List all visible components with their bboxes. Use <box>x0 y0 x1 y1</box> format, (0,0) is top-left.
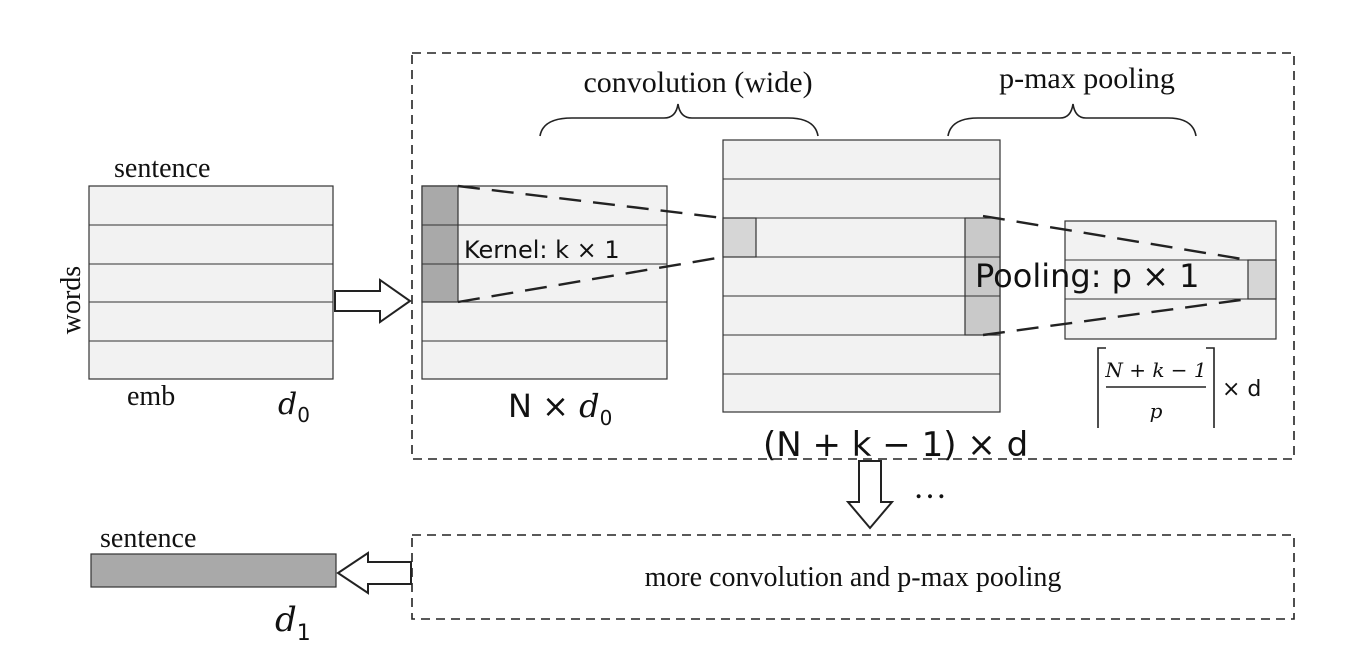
pooled-dim-denominator: p <box>1150 399 1163 423</box>
kernel-proj-bottom <box>457 255 724 304</box>
arrow-down <box>845 460 895 530</box>
output-title: sentence <box>100 523 196 554</box>
output-vector <box>90 553 337 588</box>
layer-box <box>411 52 1295 460</box>
pooled-dim-suffix: × d <box>1222 377 1261 402</box>
kernel-window <box>421 185 459 303</box>
conv-input-dim: N × d0 <box>508 387 612 430</box>
pooled-dim: N + k − 1 p × d <box>1097 347 1261 428</box>
pool-proj-bottom <box>982 297 1249 337</box>
output-dim-label: d1 <box>275 600 311 646</box>
conv-input-matrix <box>421 185 668 380</box>
pooled-cell <box>1247 259 1277 300</box>
kernel-proj-top <box>457 184 724 220</box>
pool-brace <box>947 103 1197 137</box>
pool-proj-top <box>982 214 1249 262</box>
conv-label: convolution (wide) <box>583 66 812 99</box>
pooled-dim-numerator: N + k − 1 <box>1104 358 1206 382</box>
arrow-right <box>334 278 412 324</box>
arrow-left <box>336 551 412 595</box>
input-matrix <box>88 185 334 380</box>
pool-window <box>964 217 1001 336</box>
conv-result-cell <box>722 217 757 258</box>
continuation-dots: … <box>913 469 947 506</box>
input-cols-label: emb <box>127 381 175 412</box>
pool-label: p-max pooling <box>999 62 1175 95</box>
input-rows-label: words <box>56 266 87 334</box>
input-title: sentence <box>114 153 210 184</box>
conv-brace <box>539 103 819 137</box>
input-dim-label: d0 <box>278 387 310 427</box>
kernel-label: Kernel: k × 1 <box>464 236 620 264</box>
conv-output-dim: (N + k − 1) × d <box>763 425 1028 465</box>
more-layers-label: more convolution and p-max pooling <box>645 562 1062 593</box>
pooling-label: Pooling: p × 1 <box>975 257 1199 295</box>
conv-output-matrix <box>722 139 1001 413</box>
